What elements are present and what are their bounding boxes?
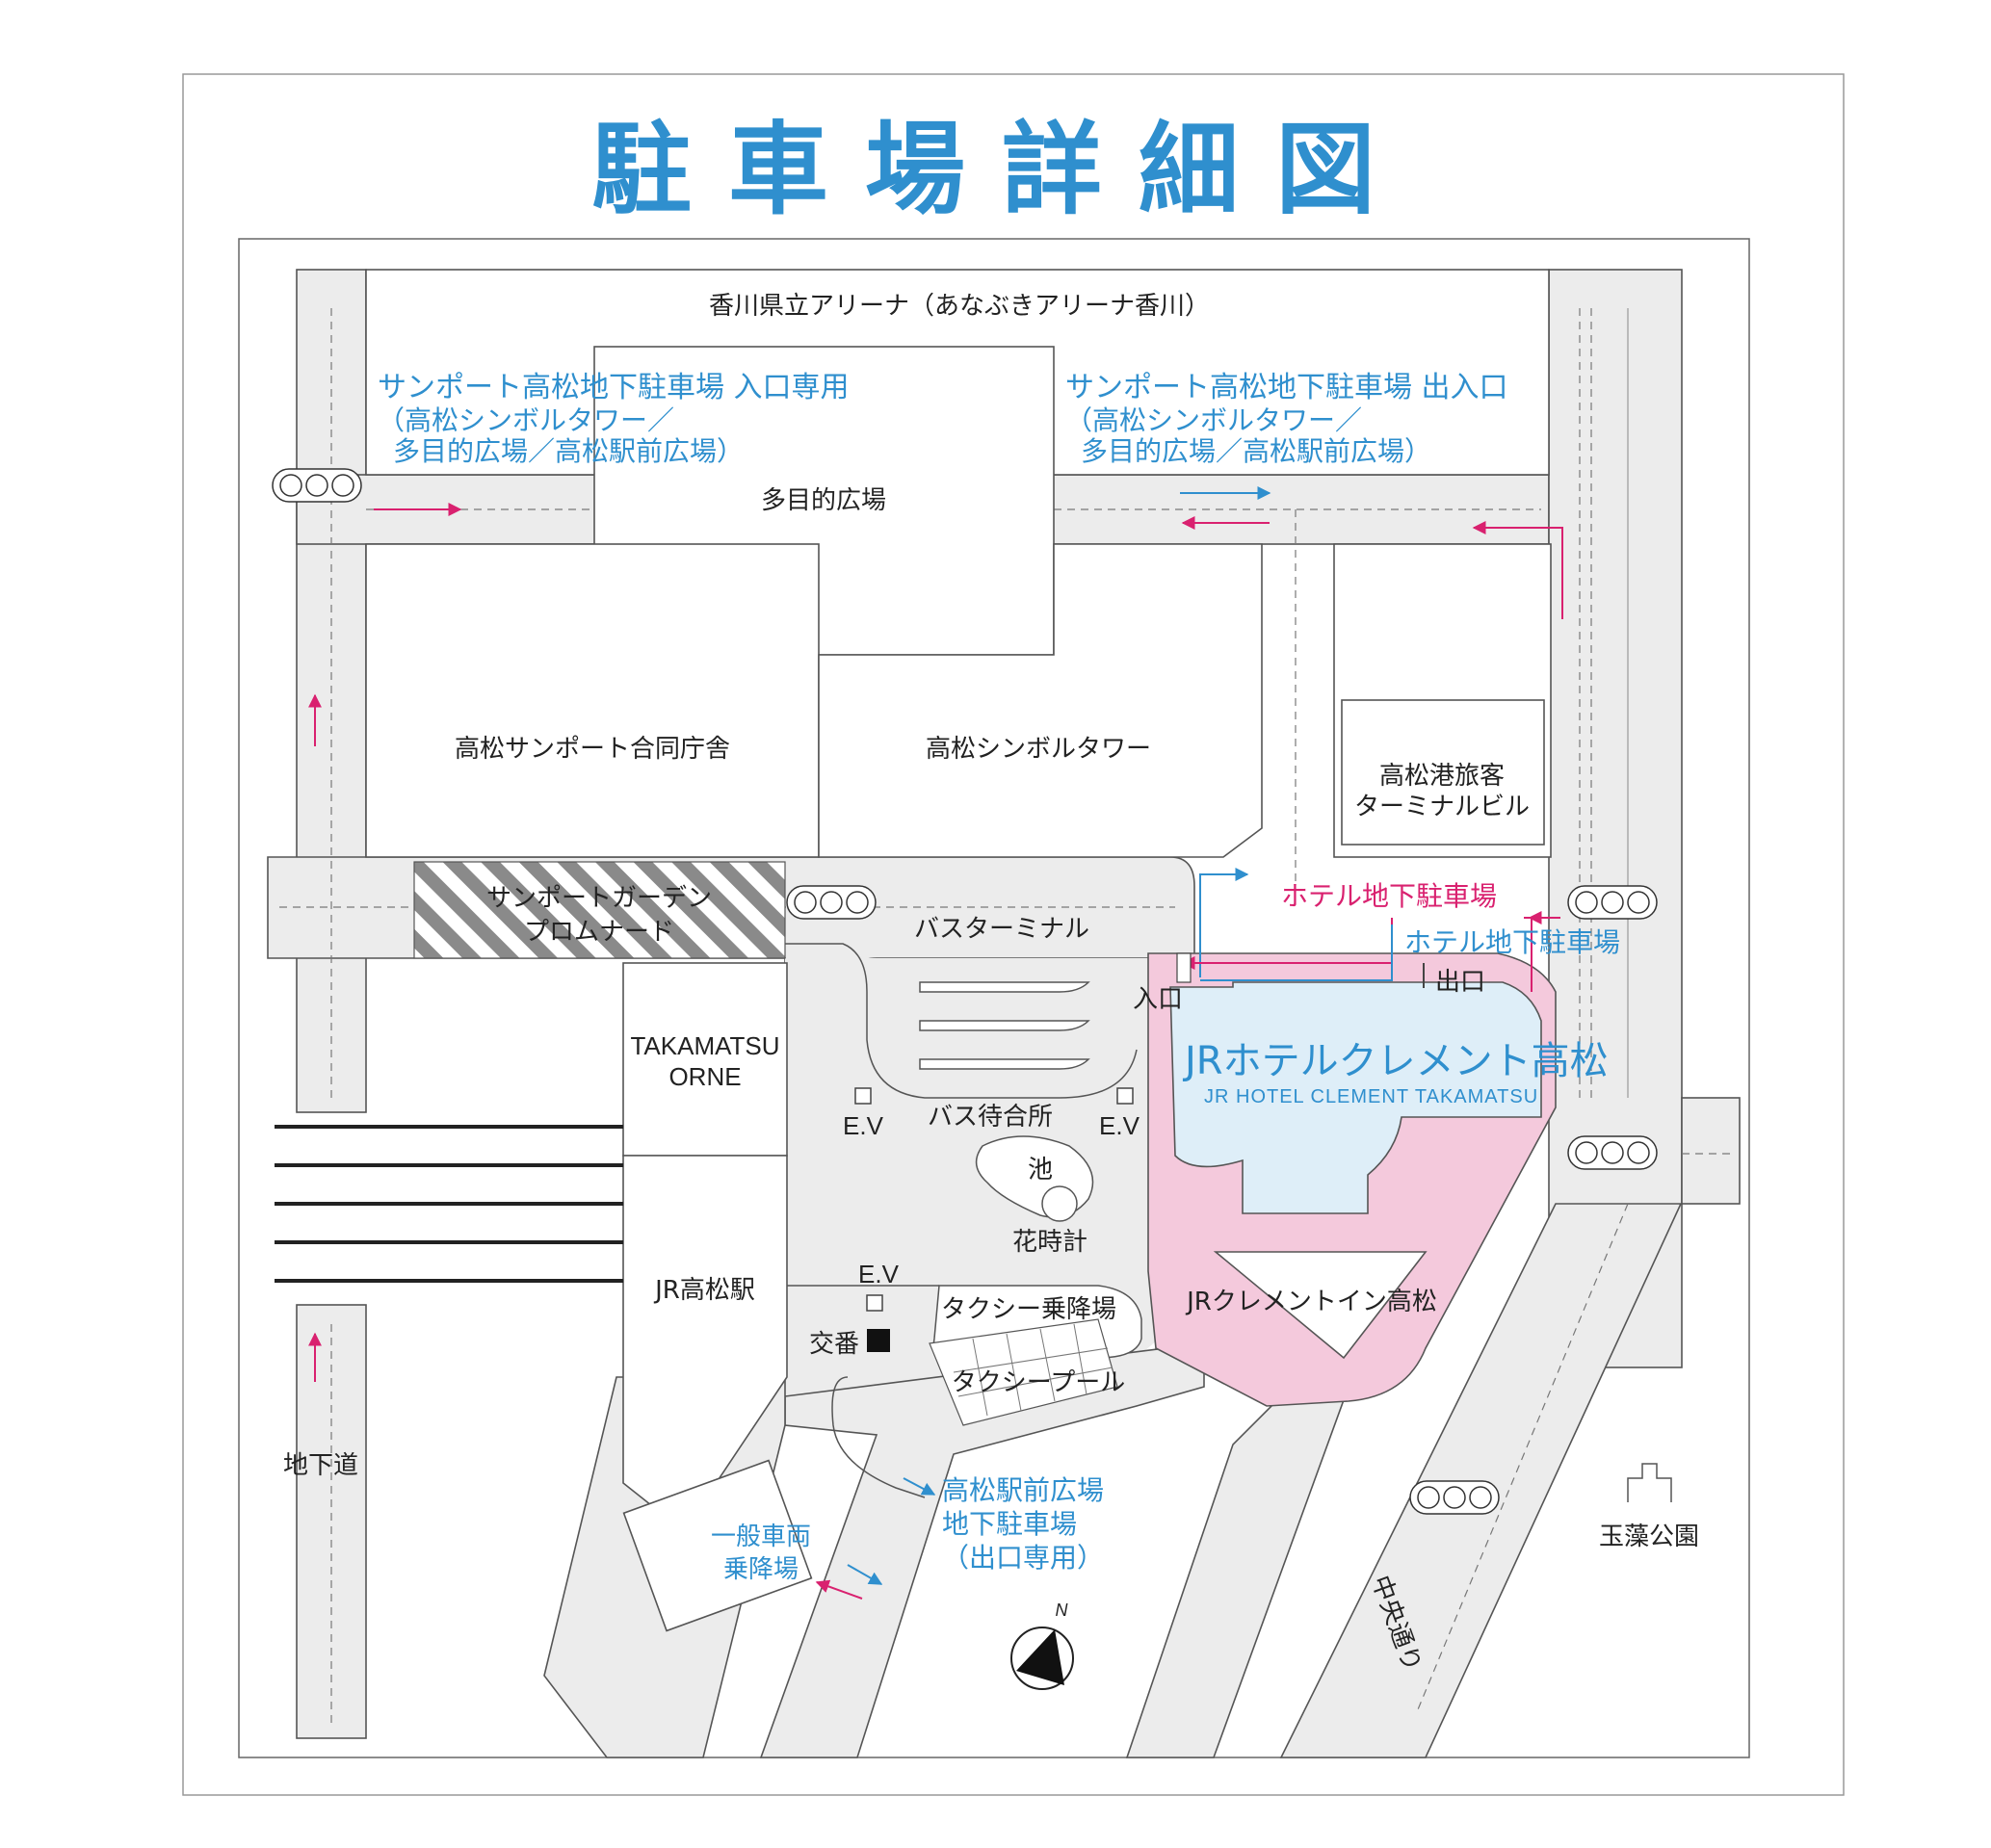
general-vehicle-label-2: 乗降場 <box>723 1555 799 1584</box>
ev-marker-2 <box>1116 1087 1134 1105</box>
arrow-left-icon <box>815 1579 863 1600</box>
rail-tracks <box>275 1125 623 1283</box>
hotel-name-en: JR HOTEL CLEMENT TAKAMATSU <box>1204 1086 1538 1107</box>
traffic-signal-icon <box>1567 885 1658 920</box>
entrance-label: 入口 <box>1133 985 1183 1014</box>
park-icon <box>1627 1463 1672 1502</box>
station-plaza-line3: （出口専用） <box>942 1542 1104 1574</box>
arrow-left-icon <box>1472 521 1563 619</box>
arrow-right-icon <box>1199 868 1249 977</box>
taxi-area <box>831 1285 1142 1498</box>
hotel-name-ja: JRホテルクレメント高松 <box>1182 1039 1609 1083</box>
sunport-entry-line1: サンポート高松地下駐車場 入口専用 <box>378 371 850 404</box>
plaza-label: 多目的広場 <box>761 486 886 515</box>
promenade-label-2: プロムナード <box>524 918 674 947</box>
sunport-entry-line3: 多目的広場／高松駅前広場） <box>393 435 744 467</box>
hotel-parking-pink-label: ホテル地下駐車場 <box>1281 880 1497 912</box>
sunport-inout-line1: サンポート高松地下駐車場 出入口 <box>1065 371 1508 404</box>
tamamo-park-label: 玉藻公園 <box>1599 1523 1699 1551</box>
entrance-marker <box>1176 952 1192 983</box>
orne-label-1: TAKAMATSU <box>630 1031 779 1060</box>
traffic-signal-icon <box>1567 1135 1658 1170</box>
page-title: 駐車場詳細図 <box>591 111 1412 228</box>
bus-wait-label: バス待合所 <box>928 1103 1053 1132</box>
symbol-tower-building <box>818 543 1263 858</box>
map-labels: 香川県立アリーナ（あなぶきアリーナ香川） 多目的広場 高松サンポート合同庁舎 高… <box>283 292 1699 1676</box>
sunport-entry-line2: （高松シンボルタワー／ <box>378 404 674 436</box>
govt-building <box>365 543 820 858</box>
flower-clock-mark <box>1041 1185 1078 1222</box>
bus-terminal <box>785 943 1138 1099</box>
general-vehicle-stand <box>622 1459 813 1632</box>
parking-labels: サンポート高松地下駐車場 入口専用 （高松シンボルタワー／ 多目的広場／高松駅前… <box>378 371 1620 1574</box>
traffic-signal-icon <box>1409 1480 1500 1515</box>
ev-label-2: E.V <box>1099 1111 1140 1140</box>
koban-label: 交番 <box>809 1330 859 1359</box>
compass-label: N <box>1056 1601 1069 1620</box>
pond-label: 池 <box>1028 1156 1053 1184</box>
sunport-inout-line3: 多目的広場／高松駅前広場） <box>1081 435 1431 467</box>
arena-label: 香川県立アリーナ（あなぶきアリーナ香川） <box>709 292 1210 321</box>
ev-label-3: E.V <box>858 1260 900 1288</box>
jr-station-label: JR高松駅 <box>653 1276 755 1305</box>
compass-icon <box>1010 1627 1074 1690</box>
general-vehicle-label-1: 一般車両 <box>711 1523 811 1551</box>
clement-inn-building <box>1213 1251 1428 1360</box>
traffic-signal-icon <box>786 885 877 920</box>
govt-label: 高松サンポート合同庁舎 <box>455 735 730 764</box>
station-plaza-line1: 高松駅前広場 <box>942 1474 1104 1506</box>
hotel-parking-blue-label: ホテル地下駐車場 <box>1404 926 1620 958</box>
jr-station-building <box>622 1155 788 1533</box>
taxi-stand-label: タクシー乗降場 <box>941 1295 1116 1324</box>
buildings <box>365 269 1552 1632</box>
station-plaza-line2: 地下駐車場 <box>942 1508 1077 1540</box>
bus-terminal-label: バスターミナル <box>914 915 1089 944</box>
arrow-line <box>1200 924 1393 981</box>
symbol-tower-label: 高松シンボルタワー <box>926 735 1151 764</box>
route-arrows <box>308 486 1563 1600</box>
exit-label: 出口 <box>1435 968 1485 997</box>
arrow-right-icon <box>903 1477 936 1496</box>
traffic-signal-icon <box>272 468 362 503</box>
ferry-terminal-label-1: 高松港旅客 <box>1379 762 1505 791</box>
promenade-hatch <box>413 861 786 959</box>
ev-label-1: E.V <box>843 1111 884 1140</box>
koban-marker <box>867 1329 890 1352</box>
promenade-label-1: サンポートガーデン <box>486 884 712 913</box>
sunport-inout-line2: （高松シンボルタワー／ <box>1065 404 1362 436</box>
arrow-right-icon <box>847 1564 883 1585</box>
ev-marker-1 <box>854 1087 872 1105</box>
ferry-terminal-label-2: ターミナルビル <box>1354 793 1530 821</box>
clement-inn-label: JRクレメントイン高松 <box>1185 1288 1437 1316</box>
orne-label-2: ORNE <box>668 1062 741 1091</box>
ferry-terminal-building <box>1341 699 1545 846</box>
ev-marker-3 <box>866 1294 883 1312</box>
orne-building <box>622 962 788 1157</box>
flower-clock-label: 花時計 <box>1012 1228 1087 1257</box>
underpass-label: 地下道 <box>283 1451 358 1480</box>
taxi-pool-label: タクシープール <box>952 1368 1125 1397</box>
hotel-building <box>1169 981 1542 1214</box>
